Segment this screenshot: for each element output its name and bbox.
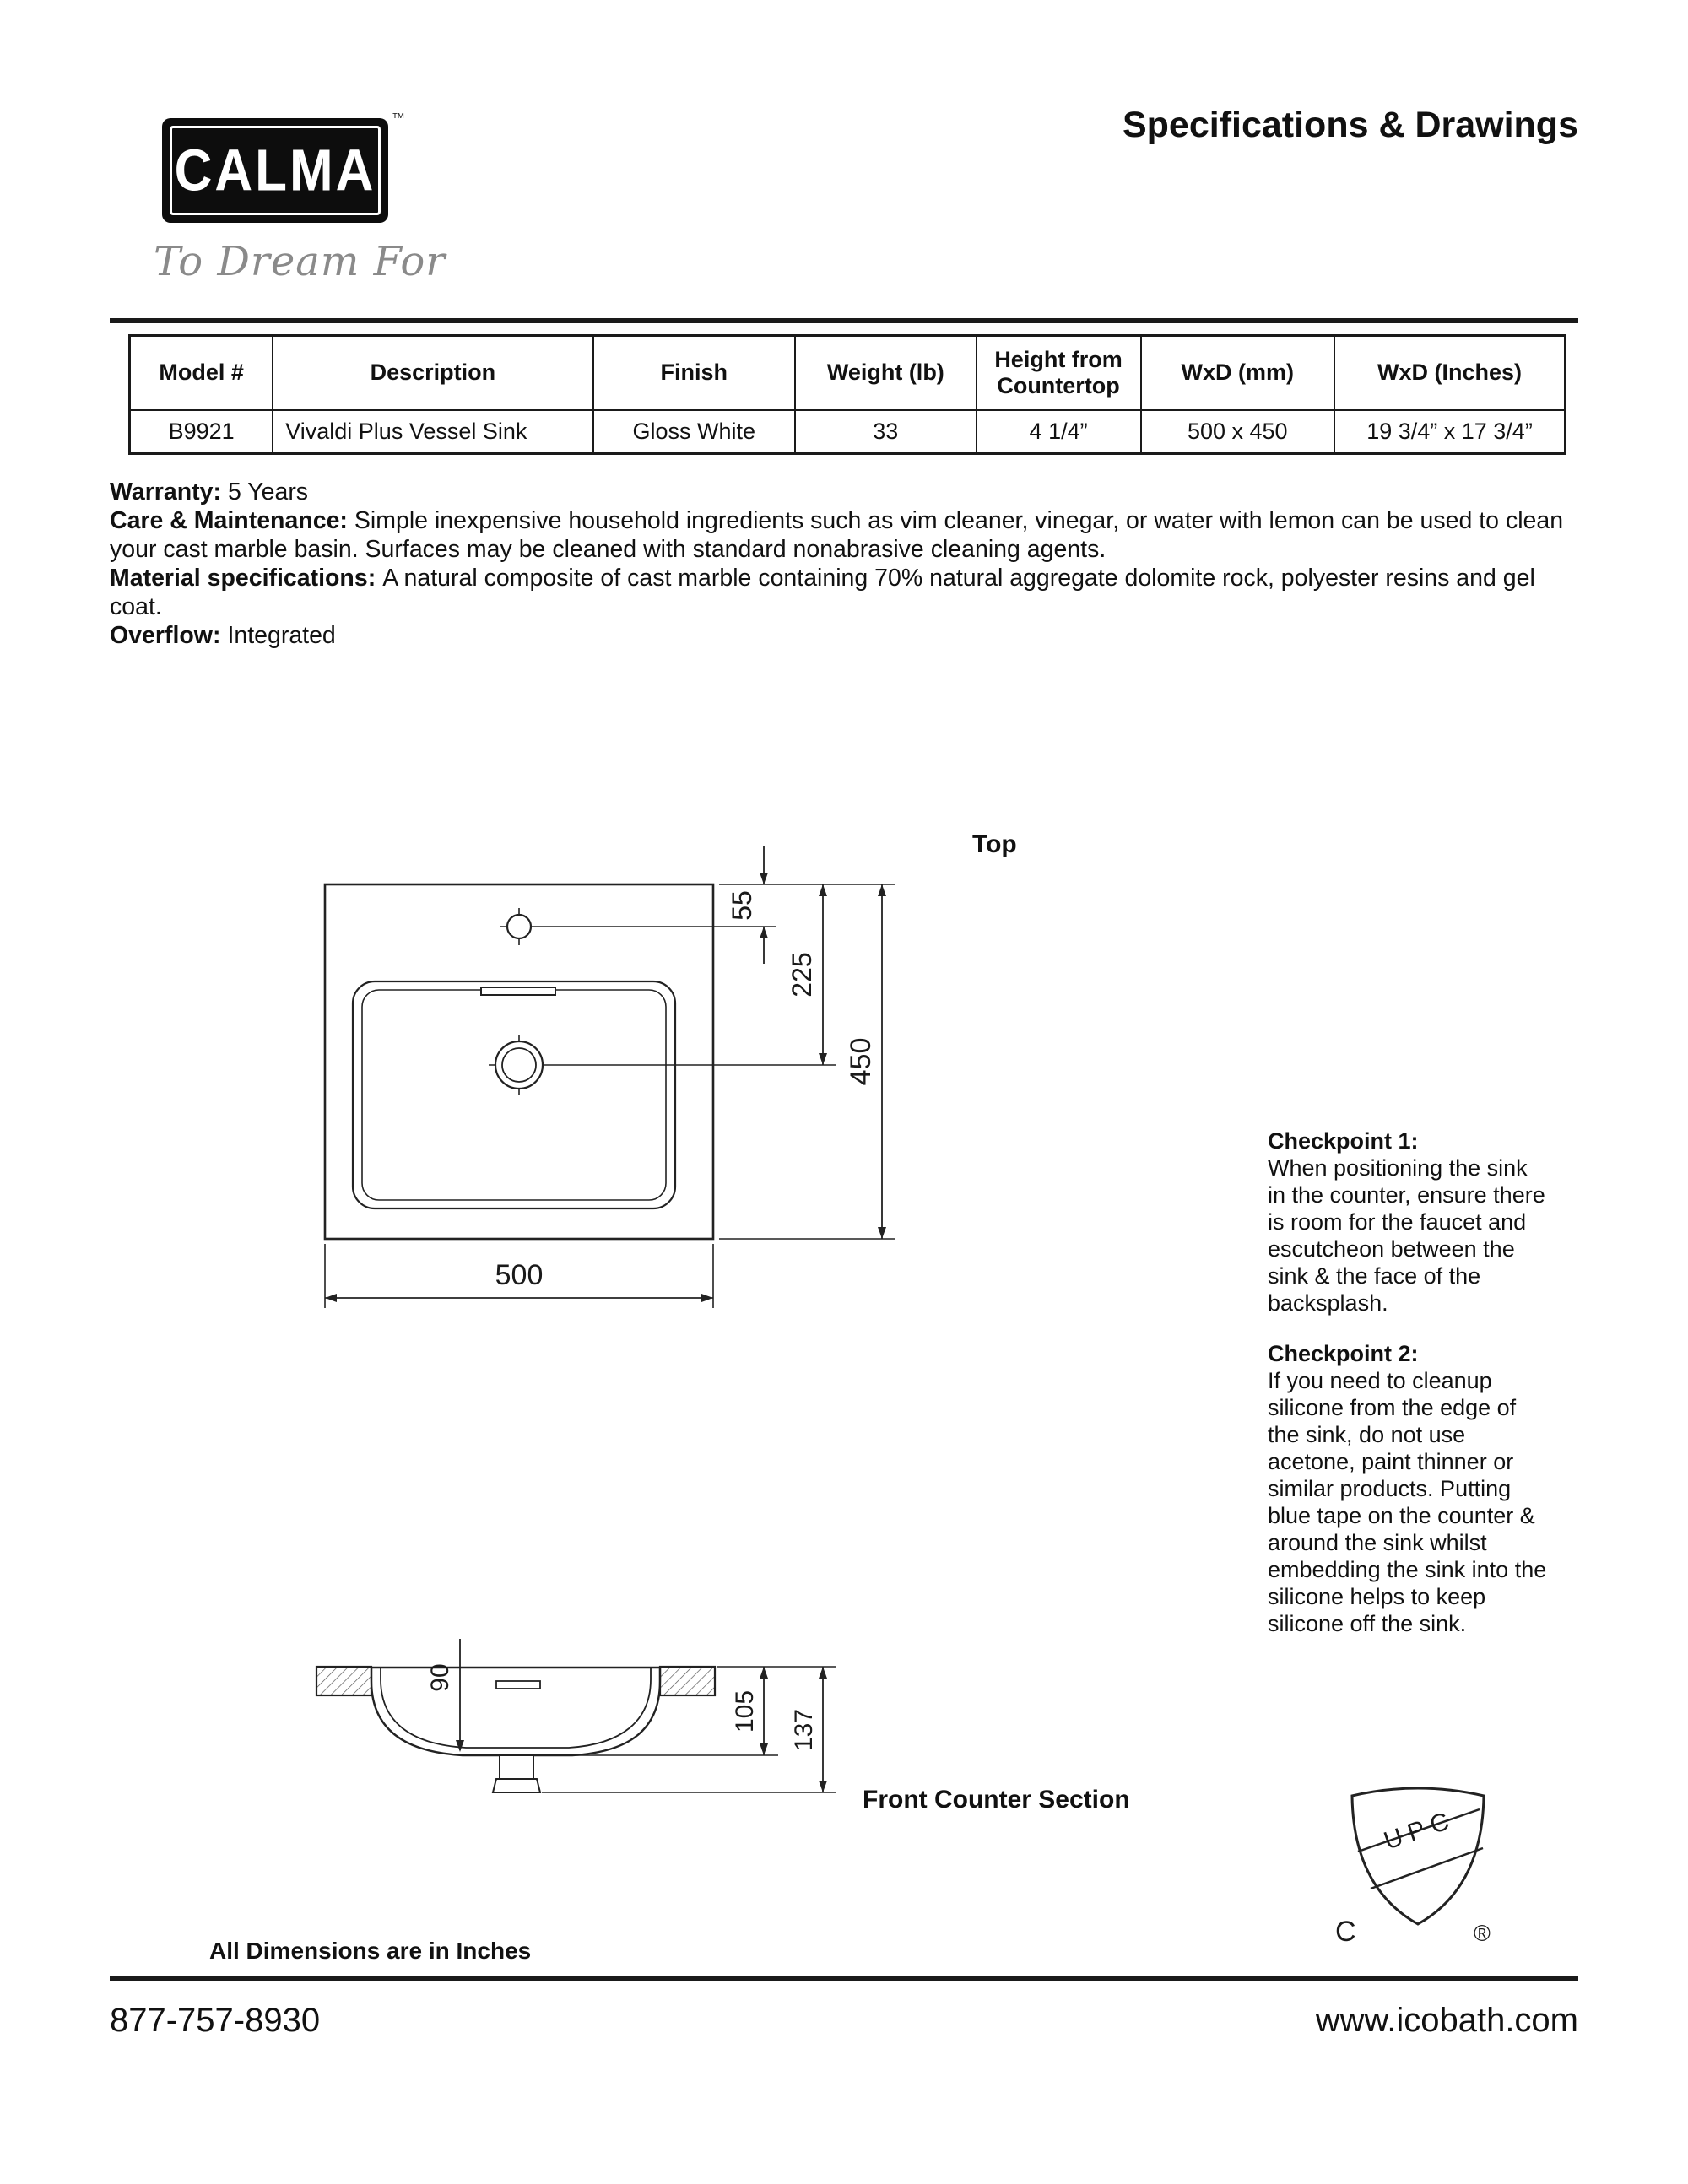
col-header-weight: Weight (lb) xyxy=(794,334,977,411)
note-overflow: Overflow:Integrated xyxy=(110,621,1585,650)
spec-table: Model # Description Finish Weight (lb) H… xyxy=(128,334,1566,455)
cell-wxd-inches: 19 3/4” x 17 3/4” xyxy=(1334,408,1566,455)
overflow-slot-section xyxy=(495,1680,541,1689)
dim500-arrow-left xyxy=(325,1294,337,1302)
upc-c-text: C xyxy=(1335,1916,1356,1948)
registered-symbol: ® xyxy=(1474,1921,1491,1946)
bottom-divider xyxy=(110,1976,1578,1981)
dim137-arrow-bottom xyxy=(819,1781,827,1792)
product-notes: Warranty:5 Years Care & Maintenance:Simp… xyxy=(110,478,1585,650)
shield-band-lower xyxy=(1370,1846,1484,1890)
drain-body xyxy=(499,1754,534,1780)
calma-logo: CALMA xyxy=(162,118,388,223)
drain-inner xyxy=(501,1047,537,1083)
dim450-label: 450 xyxy=(845,1038,877,1086)
spec-table-header-row: Model # Description Finish Weight (lb) H… xyxy=(128,334,1566,411)
dim55-arrow-b xyxy=(760,927,768,938)
basin-rim-outer xyxy=(351,980,677,1210)
cell-finish: Gloss White xyxy=(592,408,796,455)
trademark-symbol: ™ xyxy=(392,111,405,126)
counter-section-right xyxy=(658,1665,717,1697)
cell-description: Vivaldi Plus Vessel Sink xyxy=(272,408,594,455)
cell-model: B9921 xyxy=(128,408,274,455)
counter-section-left xyxy=(315,1665,373,1697)
top-divider xyxy=(110,318,1578,323)
dim105-label: 105 xyxy=(731,1690,759,1733)
checkpoint1-title: Checkpoint 1: xyxy=(1268,1128,1419,1154)
col-header-wxd-inches: WxD (Inches) xyxy=(1334,334,1566,411)
dim55-arrow-a xyxy=(760,873,768,884)
col-header-finish: Finish xyxy=(592,334,796,411)
front-section-title: Front Counter Section xyxy=(863,1786,1130,1814)
dim225-label: 225 xyxy=(787,952,817,997)
calma-logo-frame: CALMA xyxy=(170,126,381,215)
dim105-arrow-bottom xyxy=(760,1743,768,1755)
checkpoint2-title: Checkpoint 2: xyxy=(1268,1341,1419,1366)
dim137-arrow-top xyxy=(819,1667,827,1679)
drain-tailpiece xyxy=(491,1778,542,1793)
cell-height: 4 1/4” xyxy=(975,408,1142,455)
dim450-arrow-bottom xyxy=(878,1227,886,1239)
top-view-title: Top xyxy=(972,830,1017,858)
checkpoint1-body: When positioning the sink in the counter… xyxy=(1268,1155,1545,1316)
overflow-slot xyxy=(480,987,556,996)
upc-certification-mark: UPC C ® xyxy=(1335,1787,1491,1948)
shield-outline xyxy=(1350,1787,1485,1926)
dim450-arrow-top xyxy=(878,884,886,896)
checkpoint2-body: If you need to cleanup silicone from the… xyxy=(1268,1368,1547,1636)
top-view-drawing: 55 225 450 500 xyxy=(323,846,895,1308)
dim105-arrow-top xyxy=(760,1667,768,1679)
note-care-text: Simple inexpensive household ingredients… xyxy=(110,507,1564,563)
note-material-text: A natural composite of cast marble conta… xyxy=(110,565,1535,620)
brand-tagline: To Dream For xyxy=(154,238,446,285)
faucet-hole xyxy=(506,913,533,940)
cell-wxd-mm: 500 x 450 xyxy=(1139,408,1336,455)
note-material-label: Material specifications: xyxy=(110,565,376,592)
dim225-arrow-top xyxy=(819,884,827,896)
dim137-label: 137 xyxy=(790,1709,818,1751)
website-url: www.icobath.com xyxy=(1315,2002,1578,2039)
note-overflow-text: Integrated xyxy=(227,622,336,649)
note-care-label: Care & Maintenance: xyxy=(110,507,348,534)
basin-inner-profile xyxy=(380,1668,652,1749)
calma-logo-text: CALMA xyxy=(174,138,376,203)
cell-weight: 33 xyxy=(794,408,977,455)
col-header-wxd-mm: WxD (mm) xyxy=(1139,334,1336,411)
dim55-label: 55 xyxy=(727,890,757,921)
page-title: Specifications & Drawings xyxy=(1122,105,1578,145)
dim90-label: 90 xyxy=(426,1663,454,1691)
note-warranty-text: 5 Years xyxy=(227,478,309,505)
shield-band-upper xyxy=(1357,1808,1480,1853)
dim500-label: 500 xyxy=(495,1259,544,1291)
checkpoints: Checkpoint 1: When positioning the sink … xyxy=(1268,1127,1550,1661)
col-header-height: Height from Countertop xyxy=(975,334,1142,411)
note-warranty-label: Warranty: xyxy=(110,478,221,505)
note-material: Material specifications:A natural compos… xyxy=(110,564,1585,621)
note-care: Care & Maintenance:Simple inexpensive ho… xyxy=(110,506,1585,564)
dim90-arrow xyxy=(456,1740,464,1752)
spec-table-row: B9921 Vivaldi Plus Vessel Sink Gloss Whi… xyxy=(128,408,1566,455)
dim500-arrow-right xyxy=(701,1294,713,1302)
note-overflow-label: Overflow: xyxy=(110,622,221,649)
dimensions-note: All Dimensions are in Inches xyxy=(209,1938,532,1964)
col-header-description: Description xyxy=(272,334,594,411)
col-header-model: Model # xyxy=(128,334,274,411)
front-section-drawing: 90 105 137 xyxy=(315,1639,836,1793)
note-warranty: Warranty:5 Years xyxy=(110,478,1585,506)
dim225-arrow-bottom xyxy=(819,1053,827,1065)
phone-number: 877-757-8930 xyxy=(110,2002,321,2039)
